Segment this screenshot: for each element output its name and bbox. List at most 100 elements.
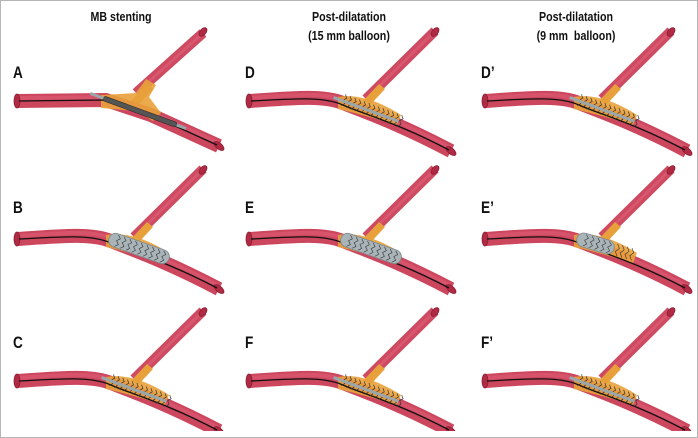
panel-illustration [481, 307, 693, 431]
vessel-tree [13, 165, 225, 296]
panel-illustration [245, 307, 457, 431]
stent [333, 94, 404, 127]
stent-strut [165, 394, 172, 407]
side-branch-ostium-plaque [363, 84, 385, 104]
stent-strut [131, 240, 138, 253]
vessel-tree [245, 165, 457, 296]
side-branch-ostium-plaque [131, 364, 153, 384]
stent-strut [582, 234, 589, 247]
stent [89, 92, 187, 130]
stent [333, 374, 404, 407]
stent-strut [588, 236, 595, 249]
vessel-tree [13, 307, 225, 431]
panel-label: F’ [481, 333, 494, 352]
vessel-opening [445, 146, 457, 156]
stent-strut [619, 245, 625, 258]
delivery-shaft [333, 376, 399, 403]
side-branch-ostium-plaque [131, 84, 153, 104]
vessel-opening [681, 426, 693, 431]
balloon [108, 232, 170, 265]
panel-illustration [245, 165, 457, 296]
vessel-tree [481, 165, 693, 296]
column-title-mb-stenting: MB stenting [90, 9, 152, 24]
stent-strut [397, 394, 404, 407]
vessel-opening [681, 146, 693, 156]
stent-strut [159, 250, 167, 263]
delivery-shaft [569, 376, 635, 403]
stent-strut [120, 236, 127, 249]
stent-strut [397, 114, 404, 127]
stent-strut [357, 238, 365, 251]
stent-strut [374, 244, 382, 257]
delivery-shaft [333, 96, 399, 123]
panel-label: D’ [481, 63, 495, 82]
panel-label: C [13, 333, 23, 352]
stent-strut [386, 248, 393, 261]
delivery-shaft [101, 376, 167, 403]
delivery-shaft [569, 96, 635, 123]
vessel-opening [445, 426, 457, 431]
stent-strut [594, 237, 601, 250]
panel-illustration [13, 165, 225, 296]
vessel-opening [198, 165, 208, 175]
panel-illustration [13, 307, 225, 431]
stent-strut [629, 247, 635, 261]
vessel-tree [245, 27, 457, 158]
stent-strut [391, 250, 399, 263]
delivery-tip [176, 123, 187, 130]
stent-strut [148, 246, 155, 259]
stent-strut [614, 243, 620, 257]
vessel-tree [481, 307, 693, 431]
stent-strut [125, 238, 133, 251]
vessel-opening [198, 307, 208, 317]
side-branch-ostium-plaque [599, 84, 621, 104]
stent-strut [633, 394, 640, 407]
stent-strut [600, 239, 607, 252]
panel-label: E’ [481, 198, 494, 217]
panel-label: E [245, 198, 255, 217]
stent [101, 374, 172, 407]
stent-strut [624, 246, 630, 260]
panel-illustration [245, 27, 457, 158]
vessel-opening [213, 284, 225, 294]
stent-strut [137, 242, 144, 255]
stent-strut [363, 240, 370, 253]
column-title-post-dilatation-9mm: Post-dilatation (9 mm balloon) [536, 9, 616, 43]
vessel-opening [213, 426, 225, 431]
vessel-opening [681, 284, 693, 294]
delivery-shaft [89, 92, 105, 100]
vessel-opening [430, 27, 440, 37]
vessel-opening [430, 165, 440, 175]
stent-strut [154, 248, 161, 261]
stent-strut [346, 234, 353, 247]
panel-illustration [13, 27, 225, 153]
stent-strut [114, 234, 121, 247]
stent-strut [605, 241, 612, 254]
stent [569, 374, 640, 407]
side-branch-ostium-plaque [363, 222, 385, 242]
panel-illustration [481, 165, 693, 296]
stent-strut [142, 244, 150, 257]
side-branch-ostium-plaque [363, 364, 385, 384]
balloon [340, 232, 402, 265]
stent-strut [380, 246, 387, 259]
stent [569, 94, 640, 127]
stent-strut [352, 236, 359, 249]
vessel-opening [213, 141, 225, 151]
vessel-opening [666, 165, 676, 175]
vessel-opening [430, 307, 440, 317]
side-branch-ostium-plaque [599, 364, 621, 384]
vessel-opening [445, 284, 457, 294]
stent-strut [633, 114, 640, 127]
side-branch-ostium-plaque [599, 222, 621, 242]
panel-label: F [245, 333, 254, 352]
vessel-tree [13, 27, 225, 153]
vessel-opening [666, 27, 676, 37]
vessel-opening [666, 307, 676, 317]
panel-label: B [13, 198, 23, 217]
vessel-opening [198, 27, 208, 37]
panel-label: A [13, 63, 23, 82]
vessel-tree [245, 307, 457, 431]
panel-illustration [481, 27, 693, 158]
